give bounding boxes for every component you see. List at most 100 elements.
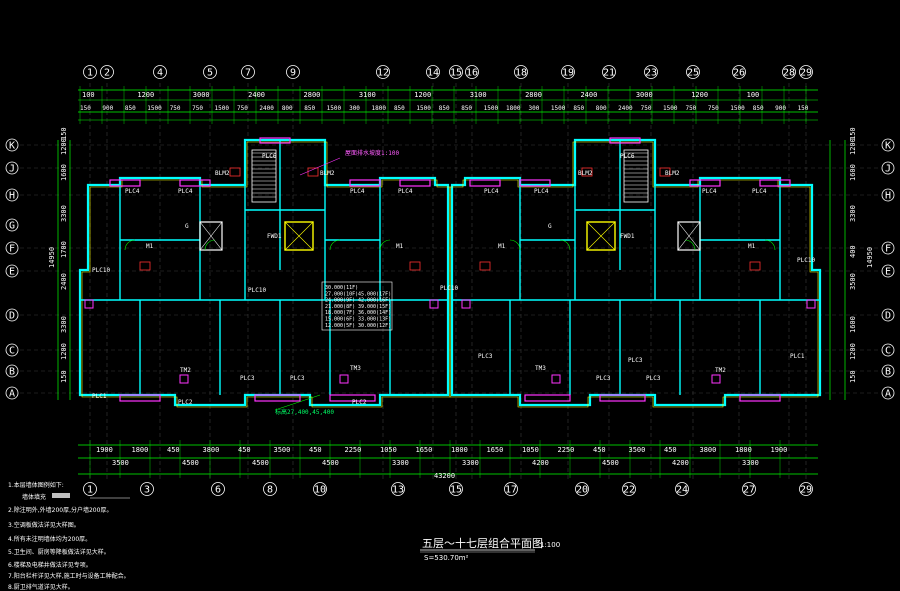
room-tag: PLC4 [752, 188, 767, 195]
fixture [659, 167, 671, 177]
axis-bubble [881, 138, 895, 152]
axis-label-top: 19 [562, 68, 574, 79]
dim-bottom-row1: 450 [593, 446, 606, 454]
axis-bubble [465, 65, 479, 79]
axis-bubble [140, 482, 154, 496]
dim-bottom-row1: 1800 [451, 446, 468, 454]
elevation-value: 36.000(14F) [358, 310, 391, 316]
dim-side-left: 150 [60, 370, 68, 383]
axis-label-left: D [9, 311, 15, 322]
dim-bottom-row2: 3300 [392, 459, 409, 467]
axis-label-top: 7 [245, 68, 251, 79]
dim-top-row1: 3000 [193, 91, 210, 99]
axis-label-top: 14 [427, 68, 439, 79]
dim-top-row1: 1200 [137, 91, 154, 99]
elevation-value: 24.000(9F) [325, 298, 355, 304]
dim-bottom-row1: 2250 [345, 446, 362, 454]
axis-bubble [602, 65, 616, 79]
dim-bottom-row2: 4200 [532, 459, 549, 467]
axis-label-top: 28 [783, 68, 795, 79]
stair-core [251, 149, 277, 203]
axis-bubble [391, 482, 405, 496]
window-balcony [254, 394, 301, 402]
dim-side-right: 3500 [849, 273, 857, 290]
axis-label-top: 4 [157, 68, 163, 79]
dim-bottom-row1: 1650 [416, 446, 433, 454]
dim-bottom-row1: 1050 [380, 446, 397, 454]
axis-bubble [449, 482, 463, 496]
elevator-shaft [586, 221, 616, 251]
room-tag: PLC4 [398, 188, 413, 195]
axis-bubble [426, 65, 440, 79]
room-tag: PLC10 [797, 257, 815, 264]
duct-shaft [84, 299, 94, 309]
dim-top-row2: 850 [573, 105, 584, 112]
axis-bubble [881, 308, 895, 322]
axis-label-bottom: 29 [800, 485, 812, 496]
room-tag: PLC2 [352, 399, 367, 406]
axis-label-top: 12 [377, 68, 389, 79]
axis-bubble [5, 188, 19, 202]
dim-top-row2: 1500 [327, 105, 342, 112]
dim-bottom-row1: 3500 [629, 446, 646, 454]
elevation-value: 27.000(10F) [325, 291, 358, 297]
dim-bottom-row2: 4500 [322, 459, 339, 467]
window-balcony [469, 179, 501, 187]
dim-side-left: 1600 [60, 164, 68, 181]
axis-label-bottom: 8 [267, 485, 273, 496]
dim-bottom-row1: 1900 [96, 446, 113, 454]
elevator-shaft [677, 221, 701, 251]
duct-shaft [551, 374, 561, 384]
dim-side-right: 3300 [849, 205, 857, 222]
door-swing [509, 239, 521, 251]
fixture [229, 167, 241, 177]
dim-side-left: 1200 [60, 343, 68, 360]
axis-label-top: 25 [687, 68, 699, 79]
axis-label-right: C [885, 346, 891, 357]
dim-top-row2: 300 [528, 105, 539, 112]
fixture [749, 261, 761, 271]
duct-shaft [339, 374, 349, 384]
axis-label-left: J [9, 164, 15, 175]
room-tag: M1 [748, 243, 756, 250]
building-unit [449, 137, 822, 408]
room-tag: M1 [146, 243, 154, 250]
axis-bubble [504, 482, 518, 496]
window-balcony [609, 137, 641, 144]
axis-bubble [561, 65, 575, 79]
elevation-value: 15.000(6F) [325, 317, 355, 323]
leader-line [299, 157, 341, 176]
axis-label-bottom: 27 [743, 485, 755, 496]
dim-top-row2: 2400 [259, 105, 274, 112]
room-tag: BLM2 [215, 170, 230, 177]
room-tag: TM3 [350, 365, 361, 372]
elevation-value: 33.000(13F) [358, 317, 391, 323]
dim-bottom-row1: 1900 [771, 446, 788, 454]
dim-top-row1: 1200 [414, 91, 431, 99]
dim-top-row2: 850 [461, 105, 472, 112]
dim-side-left: 3300 [60, 316, 68, 333]
leader-line [274, 394, 321, 411]
door-swing [124, 239, 136, 251]
dim-top-row1: 2800 [304, 91, 321, 99]
axis-bubble [376, 65, 390, 79]
elevation-value: 30.000(12F) [358, 323, 391, 329]
room-tag: PLC3 [596, 375, 611, 382]
axis-label-bottom: 17 [505, 485, 517, 496]
axis-label-top: 2 [104, 68, 110, 79]
room-tag: BLM2 [578, 170, 593, 177]
axis-bubble [675, 482, 689, 496]
axis-label-top: 23 [645, 68, 657, 79]
room-tag: PLC10 [248, 287, 266, 294]
building-unit [78, 137, 451, 408]
dim-top-row1: 1200 [691, 91, 708, 99]
dim-top-row2: 750 [192, 105, 203, 112]
dim-top-row2: 1500 [416, 105, 431, 112]
axis-label-left: B [9, 367, 15, 378]
dim-side-right: 1600 [849, 164, 857, 181]
dim-top-row2: 750 [708, 105, 719, 112]
axis-label-left: F [9, 244, 15, 255]
fixture [139, 261, 151, 271]
axis-bubble [742, 482, 756, 496]
axis-label-bottom: 22 [623, 485, 635, 496]
